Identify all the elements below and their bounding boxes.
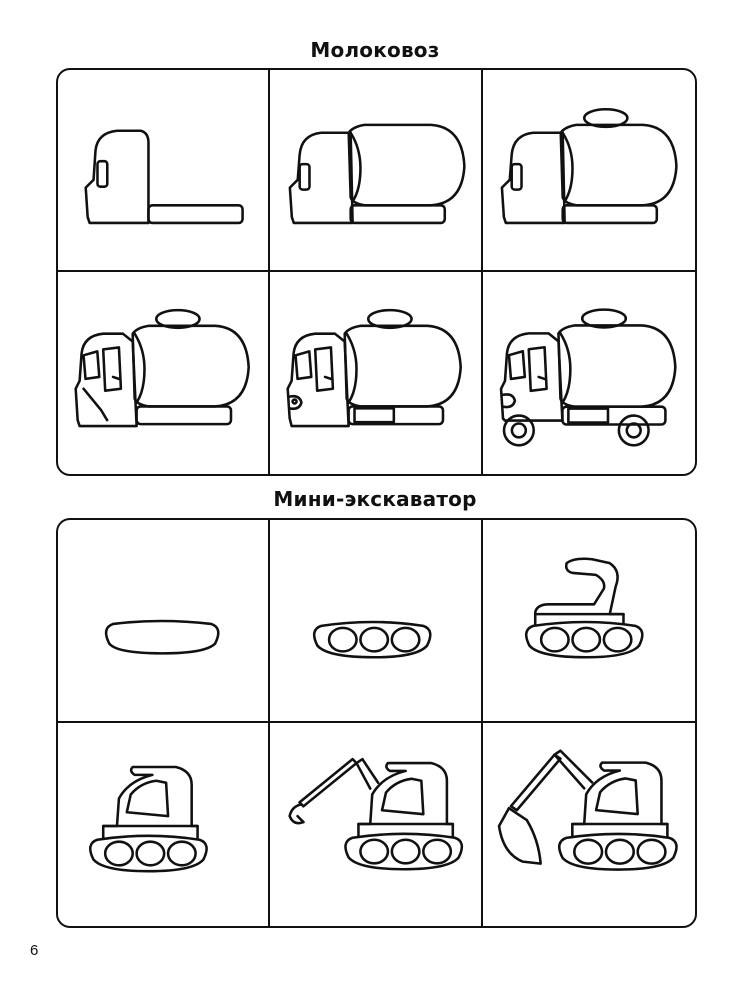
milk-truck-step-5 <box>270 272 483 474</box>
mini-excavator-step-6-drawing <box>497 749 678 871</box>
milk-truck-step-1 <box>58 70 271 272</box>
mini-excavator-step-6 <box>483 723 695 926</box>
mini-excavator-step-2-drawing <box>313 620 432 659</box>
mini-excavator-step-3-drawing <box>524 557 644 659</box>
milk-truck-step-6-drawing <box>499 308 677 447</box>
page-number: 6 <box>30 942 39 959</box>
milk-truck-step-5-drawing <box>286 308 463 428</box>
mini-excavator-step-3 <box>482 520 695 723</box>
milk-truck-step-4 <box>58 272 271 474</box>
mini-excavator-step-1 <box>58 520 271 723</box>
milk-truck-step-3-drawing <box>500 107 678 225</box>
milk-truck-step-3 <box>482 70 695 272</box>
milk-truck-step-4-drawing <box>74 308 250 428</box>
mini-excavator-step-4-drawing <box>88 765 208 873</box>
mini-excavator-step-2 <box>270 520 483 723</box>
mini-excavator-step-5-drawing <box>288 757 464 871</box>
milk-truck-step-2-drawing <box>288 123 466 225</box>
section-title-mini-excavator: Мини-экскаватор <box>273 487 477 511</box>
mini-excavator-step-1-drawing <box>104 619 220 655</box>
mini-excavator-steps-panel <box>56 518 697 928</box>
milk-truck-step-1-drawing <box>84 129 244 225</box>
milk-truck-steps-panel <box>56 68 697 476</box>
milk-truck-step-6 <box>483 272 695 474</box>
mini-excavator-step-5 <box>270 723 483 926</box>
milk-truck-step-2 <box>270 70 483 272</box>
section-title-milk-truck: Молоковоз <box>310 38 440 62</box>
mini-excavator-step-4 <box>58 723 271 926</box>
